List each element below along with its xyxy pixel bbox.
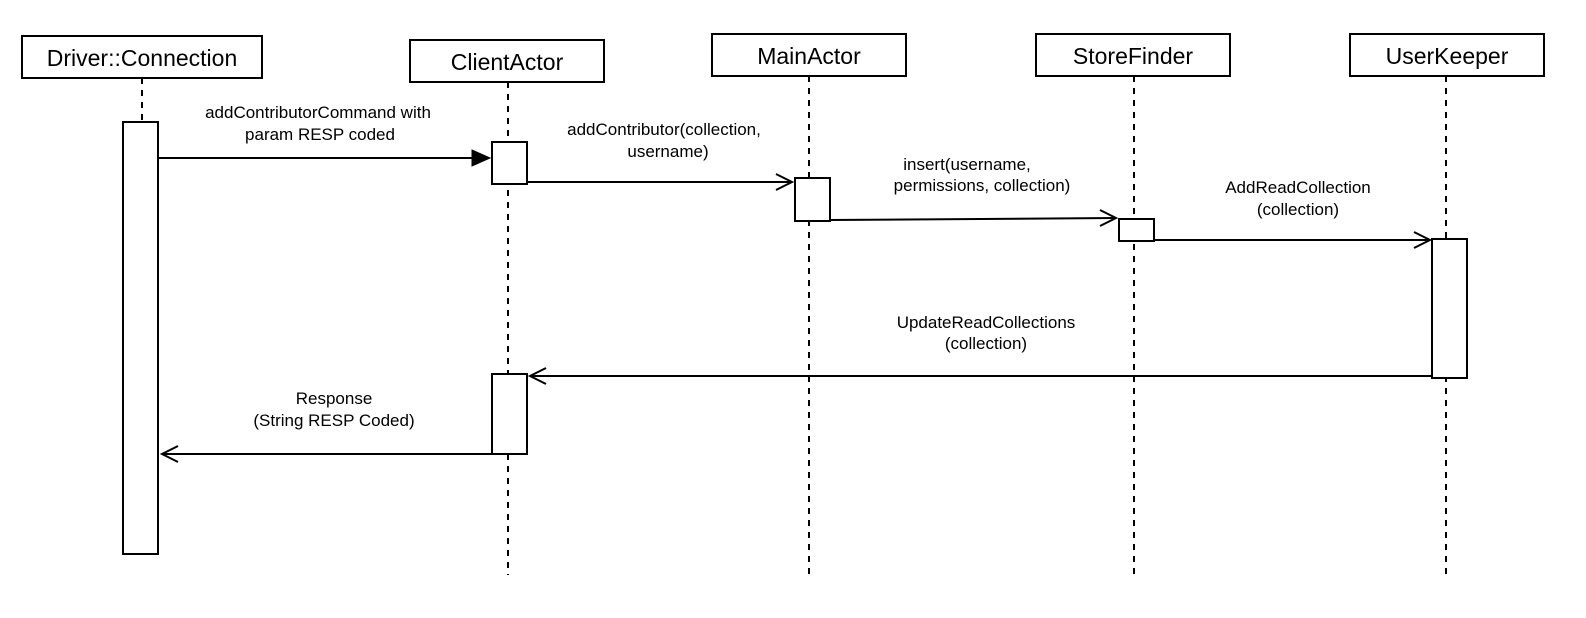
message-add-contributor-command[interactable]: addContributorCommand with param RESP co… bbox=[158, 103, 492, 167]
message-response-label-line-1: Response bbox=[296, 389, 373, 408]
lifeline-client-actor-header[interactable] bbox=[409, 39, 605, 83]
open-arrowhead-icon bbox=[159, 445, 179, 463]
message-add-contributor-label-line-2: username) bbox=[627, 142, 708, 161]
message-add-read-collection[interactable]: AddReadCollection (collection) bbox=[1154, 178, 1433, 249]
filled-arrowhead-icon bbox=[471, 149, 492, 167]
lifeline-client-actor-label: ClientActor bbox=[451, 49, 564, 75]
lifeline-driver-connection-label: Driver::Connection bbox=[47, 45, 237, 71]
lifeline-driver-connection: Driver::Connection bbox=[21, 35, 263, 122]
lifeline-user-keeper: UserKeeper bbox=[1349, 33, 1545, 578]
lifeline-main-actor-header[interactable] bbox=[711, 33, 907, 77]
message-insert-label-line-2: permissions, collection) bbox=[894, 176, 1071, 195]
message-add-read-collection-label-line-2: (collection) bbox=[1257, 200, 1339, 219]
message-response[interactable]: Response (String RESP Coded) bbox=[159, 389, 492, 463]
message-insert[interactable]: insert(username, permissions, collection… bbox=[829, 155, 1119, 227]
message-add-read-collection-label-line-1: AddReadCollection bbox=[1225, 178, 1371, 197]
activation-driver-connection[interactable] bbox=[122, 121, 159, 555]
message-add-contributor-command-label-line-1: addContributorCommand with bbox=[205, 103, 431, 122]
lifeline-store-finder-label: StoreFinder bbox=[1073, 43, 1194, 69]
message-response-label-line-2: (String RESP Coded) bbox=[253, 411, 414, 430]
open-arrowhead-icon bbox=[527, 367, 547, 385]
message-update-read-collections-label-line-1: UpdateReadCollections bbox=[897, 313, 1076, 332]
lifeline-client-actor: ClientActor bbox=[409, 39, 605, 575]
lifeline-user-keeper-label: UserKeeper bbox=[1386, 43, 1509, 69]
lifeline-store-finder: StoreFinder bbox=[1035, 33, 1231, 578]
message-update-read-collections[interactable]: UpdateReadCollections (collection) bbox=[527, 313, 1432, 385]
message-add-contributor-command-label-line-2: param RESP coded bbox=[245, 125, 395, 144]
open-arrowhead-icon bbox=[775, 173, 795, 191]
lifeline-main-actor: MainActor bbox=[711, 33, 907, 578]
message-add-contributor-label-line-1: addContributor(collection, bbox=[567, 120, 761, 139]
activation-main-actor[interactable] bbox=[794, 177, 831, 222]
open-arrowhead-icon bbox=[1099, 209, 1119, 227]
message-insert-label-line-1: insert(username, bbox=[903, 155, 1031, 174]
open-arrowhead-icon bbox=[1413, 231, 1433, 249]
message-add-contributor[interactable]: addContributor(collection, username) bbox=[527, 120, 795, 191]
lifeline-store-finder-header[interactable] bbox=[1035, 33, 1231, 77]
lifeline-user-keeper-header[interactable] bbox=[1349, 33, 1545, 77]
activation-store-finder[interactable] bbox=[1118, 218, 1155, 242]
lifeline-driver-connection-header[interactable] bbox=[21, 35, 263, 79]
message-update-read-collections-label-line-2: (collection) bbox=[945, 334, 1027, 353]
activation-client-actor-1[interactable] bbox=[491, 141, 528, 185]
activation-user-keeper[interactable] bbox=[1431, 238, 1468, 379]
lifeline-main-actor-label: MainActor bbox=[757, 43, 861, 69]
message-insert-line bbox=[829, 217, 1117, 221]
activation-client-actor-2[interactable] bbox=[491, 373, 528, 455]
